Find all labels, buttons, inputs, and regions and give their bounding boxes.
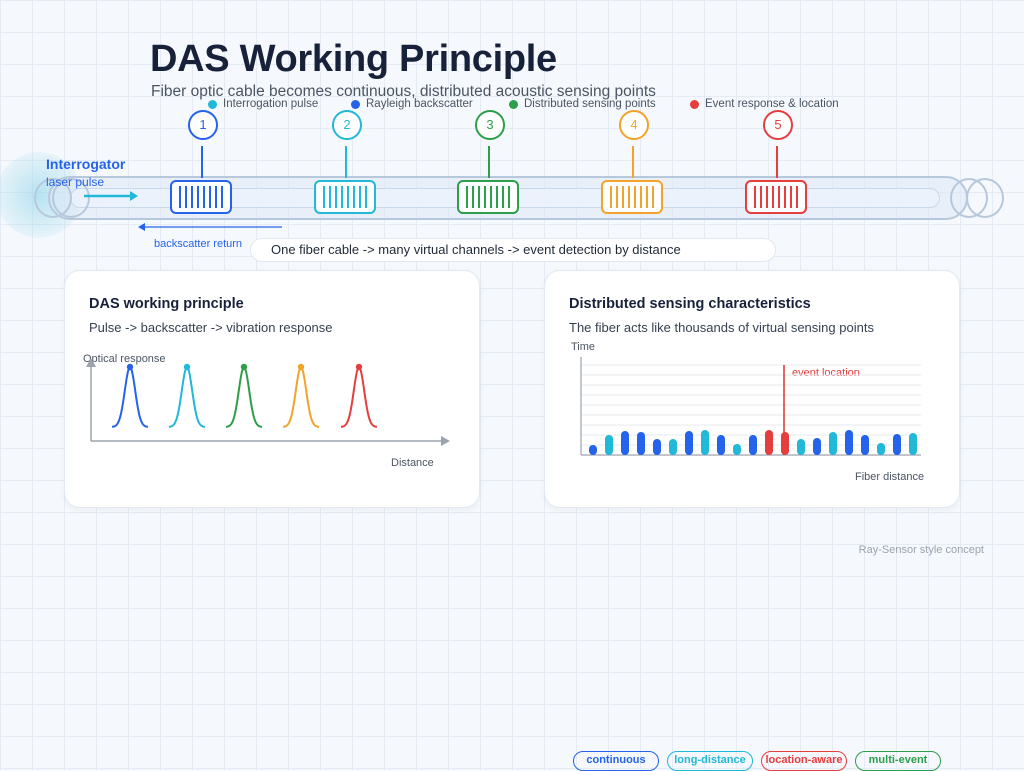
step-3-connector: [488, 146, 490, 178]
channel-bar: [797, 439, 805, 455]
step-2-badge: 2: [332, 110, 362, 140]
event-location-label: event location: [792, 367, 860, 379]
right-card-subtitle: The fiber acts like thousands of virtual…: [569, 320, 874, 335]
response-peak-curve: [340, 365, 378, 428]
footer-credit: Ray-Sensor style concept: [858, 544, 984, 556]
page-subtitle: Fiber optic cable becomes continuous, di…: [151, 83, 656, 100]
y-axis-label: Optical response: [83, 353, 166, 365]
fiber-right-end-ring-outer: [966, 178, 1004, 218]
channel-bar: [669, 439, 677, 455]
x-axis-label: Distance: [391, 457, 434, 469]
time-axis-label: Time: [571, 341, 596, 353]
left-card-subtitle: Pulse -> backscatter -> vibration respon…: [89, 320, 333, 335]
backscatter-arrow-icon: [138, 223, 282, 231]
response-peak-curve: [282, 365, 320, 428]
sensing-channel-2: [314, 180, 376, 214]
step-5-badge: 5: [763, 110, 793, 140]
sensing-channel-4: [601, 180, 663, 214]
legend-label: Event response & location: [705, 98, 839, 110]
channel-bar: [589, 445, 597, 455]
response-peak-dot: [297, 363, 305, 371]
waterfall-channel-chart: [580, 357, 921, 456]
channel-bar: [877, 443, 885, 455]
step-2-connector: [345, 146, 347, 178]
sensing-channel-3: [457, 180, 519, 214]
legend-item-event-response: Event response & location: [690, 98, 839, 110]
fiber-distance-axis-label: Fiber distance: [855, 471, 925, 483]
step-5-connector: [776, 146, 778, 178]
channel-bar: [893, 434, 901, 455]
response-peak-curve: [111, 365, 149, 428]
response-peak-dot: [240, 363, 248, 371]
channel-bar: [685, 431, 693, 455]
legend-label: Distributed sensing points: [524, 98, 656, 110]
channel-bar: [637, 432, 645, 455]
channel-bar: [621, 431, 629, 455]
legend-dot-icon: [690, 99, 699, 109]
legend-label: Rayleigh backscatter: [366, 98, 473, 110]
response-peak-dot: [183, 363, 191, 371]
channel-bar: [717, 435, 725, 455]
response-peaks-chart: [86, 358, 450, 446]
laser-pulse-label: laser pulse: [46, 175, 105, 189]
page-title: DAS Working Principle: [150, 38, 557, 80]
legend-item-interrogation-pulse: Interrogation pulse: [208, 98, 318, 110]
right-card: Distributed sensing characteristics The …: [544, 270, 960, 771]
tag-continuous: continuous: [573, 751, 659, 771]
channel-bar: [813, 438, 821, 455]
channel-bar: [733, 444, 741, 455]
channel-bar: [749, 435, 757, 455]
fiber-left-end-ring-inner: [52, 178, 90, 218]
step-1-connector: [201, 146, 203, 178]
legend-item-distributed-sensing: Distributed sensing points: [509, 98, 656, 110]
channel-bar: [845, 430, 853, 455]
tag-long-distance: long-distance: [667, 751, 753, 771]
sensing-channel-1: [170, 180, 232, 214]
laser-pulse-arrow-icon: [84, 191, 138, 201]
step-3-badge: 3: [475, 110, 505, 140]
flow-summary-pill: One fiber cable -> many virtual channels…: [250, 238, 776, 262]
step-4-badge: 4: [619, 110, 649, 140]
step-4-connector: [632, 146, 634, 178]
tag-location-aware: location-aware: [761, 751, 847, 771]
left-card-title: DAS working principle: [89, 296, 244, 312]
sensing-channel-5: [745, 180, 807, 214]
channel-bar: [765, 430, 773, 455]
response-peak-curve: [225, 365, 263, 428]
channel-bar: [909, 433, 917, 455]
response-peak-dot: [355, 363, 363, 371]
channel-bar: [829, 432, 837, 455]
tag-multi-event: multi-event: [855, 751, 941, 771]
legend-dot-icon: [351, 99, 360, 109]
channel-bar: [781, 432, 789, 455]
left-card: DAS working principle Pulse -> backscatt…: [64, 270, 480, 508]
channel-bar: [605, 435, 613, 455]
backscatter-return-label: backscatter return: [154, 238, 243, 250]
legend-dot-icon: [208, 99, 217, 109]
step-1-badge: 1: [188, 110, 218, 140]
channel-bar: [861, 435, 869, 455]
channel-bar: [701, 430, 709, 455]
right-card-title: Distributed sensing characteristics: [569, 296, 811, 312]
response-peak-dot: [126, 363, 134, 371]
legend-item-rayleigh-backscatter: Rayleigh backscatter: [351, 98, 473, 110]
response-peak-curve: [168, 365, 206, 428]
interrogator-label: Interrogator: [46, 156, 126, 172]
channel-bar: [653, 439, 661, 455]
legend-dot-icon: [509, 99, 518, 109]
legend-label: Interrogation pulse: [223, 98, 319, 110]
